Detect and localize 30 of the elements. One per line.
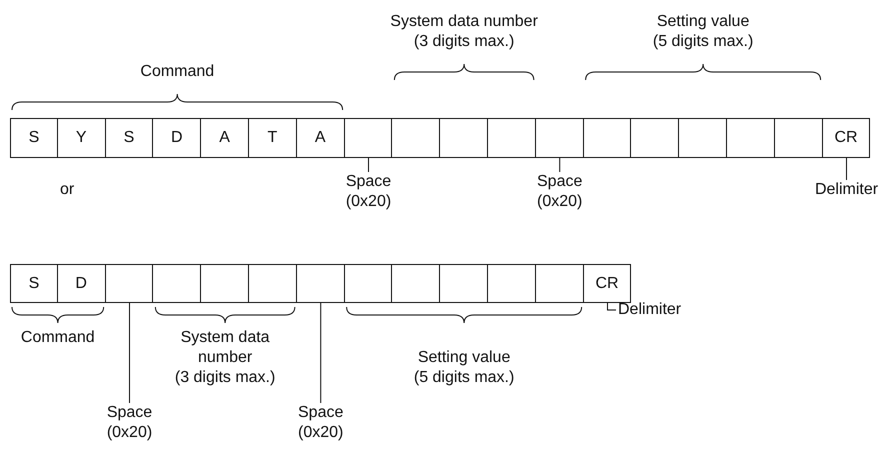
character-cell: A <box>201 118 249 158</box>
character-cell: CR <box>584 264 632 303</box>
callout-label: Space (0x20) <box>106 403 152 443</box>
character-cell: S <box>10 118 58 158</box>
character-cell: CR <box>822 118 870 158</box>
field-label: Command <box>20 328 95 348</box>
callout-label: Space (0x20) <box>298 403 344 443</box>
character-cell: D <box>58 264 106 303</box>
callout-label: Delimiter <box>618 300 682 320</box>
character-cell: S <box>106 118 154 158</box>
callout-label: Delimiter <box>814 180 878 200</box>
callout-label: Space (0x20) <box>346 172 392 212</box>
callout-label: Space (0x20) <box>537 172 582 212</box>
field-label: Setting value (5 digits max.) <box>414 348 514 388</box>
leader-line <box>129 302 130 404</box>
field-label: System data number (3 digits max.) <box>390 12 538 52</box>
field-label: Setting value (5 digits max.) <box>652 12 754 52</box>
character-cell: A <box>296 118 345 158</box>
leader-line <box>320 302 322 404</box>
leader-line <box>559 158 560 172</box>
leader-line <box>368 158 369 172</box>
leader-line <box>846 158 847 180</box>
character-cell: T <box>249 118 297 158</box>
character-cell: D <box>153 118 202 158</box>
character-cell: Y <box>58 118 106 158</box>
leader-line <box>607 302 616 310</box>
field-label: or <box>60 180 74 200</box>
field-label: System data number (3 digits max.) <box>174 328 276 388</box>
character-cell: S <box>10 264 58 303</box>
field-label: Command <box>140 62 214 82</box>
